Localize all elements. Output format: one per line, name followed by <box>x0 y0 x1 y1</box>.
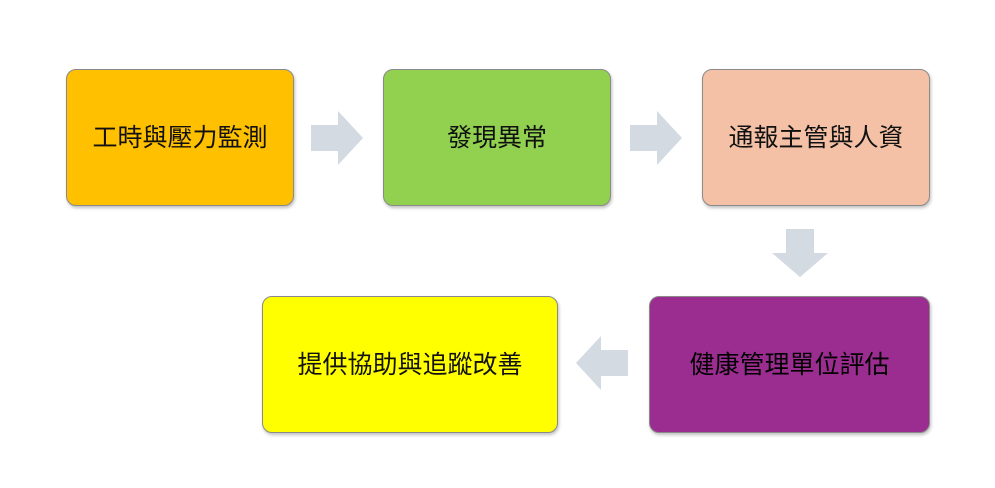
step-4-label: 健康管理單位評估 <box>689 349 890 379</box>
arrow-down-icon <box>772 229 828 277</box>
step-5-assistance-follow-up: 提供協助與追蹤改善 <box>262 296 558 433</box>
step-2-label: 發現異常 <box>446 122 547 152</box>
arrow-right-icon <box>311 111 363 165</box>
arrow-right-icon <box>630 111 682 165</box>
step-5-label: 提供協助與追蹤改善 <box>297 349 523 379</box>
step-3-notify-manager-hr: 通報主管與人資 <box>702 69 930 206</box>
step-1-workload-monitoring: 工時與壓力監測 <box>66 69 294 206</box>
step-2-anomaly-detected: 發現異常 <box>383 69 611 206</box>
arrow-left-icon <box>576 336 628 390</box>
step-3-label: 通報主管與人資 <box>728 122 904 152</box>
step-4-health-unit-assessment: 健康管理單位評估 <box>649 296 930 433</box>
step-1-label: 工時與壓力監測 <box>92 122 268 152</box>
